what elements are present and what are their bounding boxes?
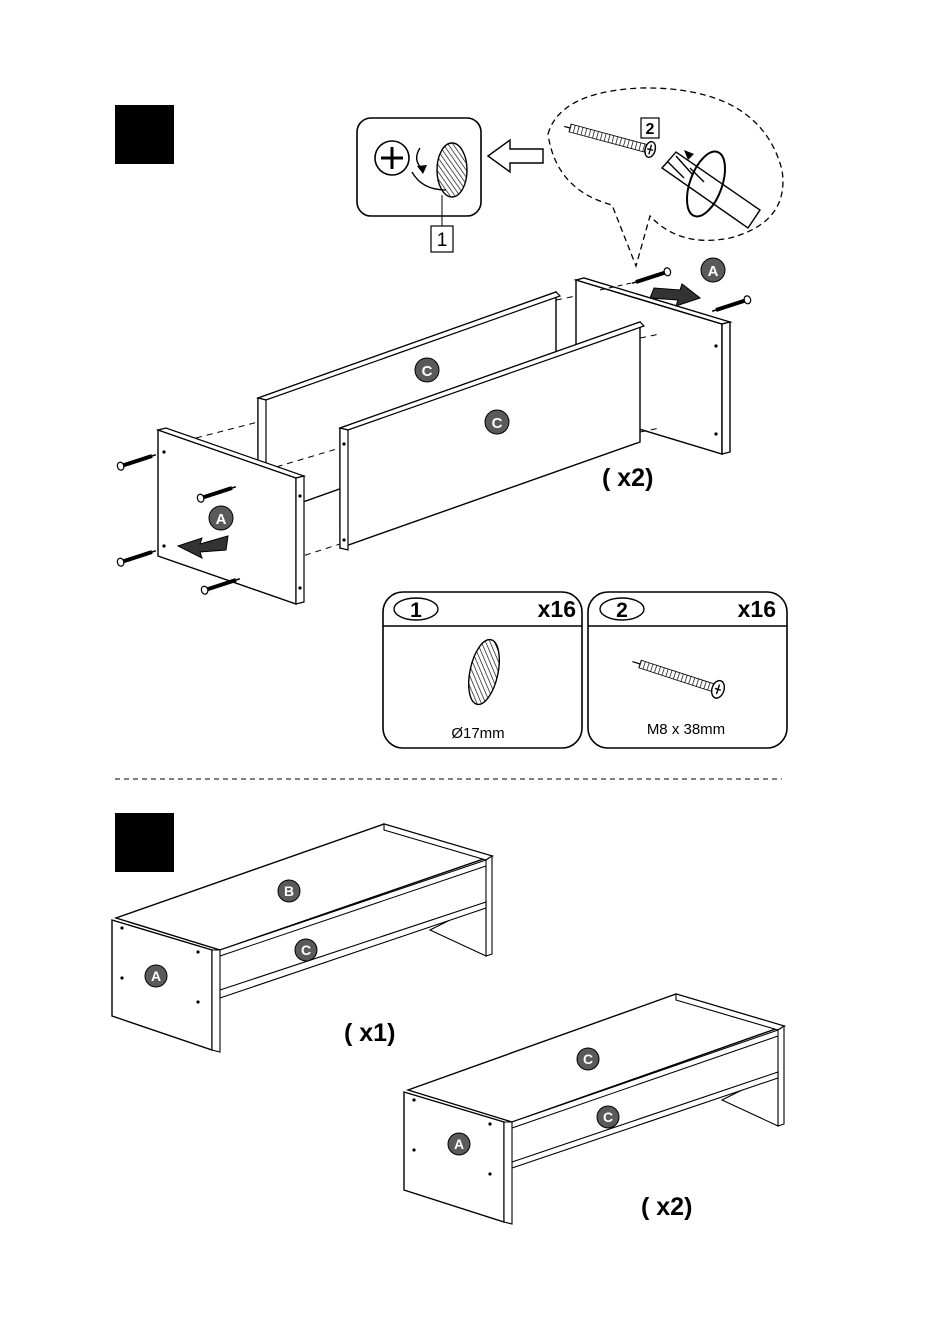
part-tag-c-back: C: [415, 358, 439, 382]
part-tag-a-unit-one: A: [145, 965, 167, 987]
svg-text:B: B: [284, 883, 294, 899]
svg-text:C: C: [492, 415, 503, 432]
part-number-1: 1: [437, 230, 448, 251]
hollow-arrow-icon: [488, 140, 543, 172]
part-tag-c-top-unit-two: C: [577, 1048, 599, 1070]
part-tag-c-shelf-unit-two: C: [597, 1106, 619, 1128]
cap-cover-icon: [437, 143, 467, 197]
part-tag-a-right: A: [701, 258, 725, 282]
svg-text:x16: x16: [538, 596, 576, 622]
hardware-box-2: 2 x16 M8 x 38mm: [588, 592, 787, 748]
hardware-box-1: 1 x16 Ø17mm: [383, 592, 582, 748]
step-1-quantity: ( x2): [602, 464, 653, 492]
step-1-marker: [115, 105, 174, 164]
svg-text:Ø17mm: Ø17mm: [451, 725, 504, 742]
svg-text:A: A: [151, 968, 161, 984]
unit-one-quantity: ( x1): [344, 1019, 395, 1047]
svg-text:1: 1: [410, 599, 422, 622]
svg-text:C: C: [422, 363, 433, 380]
part-tag-c-front: C: [485, 410, 509, 434]
part-tag-a-left: A: [209, 506, 233, 530]
part-tag-b-unit-one: B: [278, 880, 300, 902]
screw-detail-bubble: 2: [548, 88, 783, 266]
assembled-unit-two: [404, 994, 784, 1224]
svg-text:A: A: [454, 1136, 464, 1152]
part-tag-c-unit-one: C: [295, 939, 317, 961]
part-number-2: 2: [646, 121, 655, 138]
svg-text:x16: x16: [738, 596, 776, 622]
step-2-marker: [115, 813, 174, 872]
cap-detail-callout: 1: [357, 118, 481, 252]
svg-text:A: A: [708, 263, 719, 280]
svg-text:A: A: [216, 511, 227, 528]
svg-text:C: C: [603, 1109, 613, 1125]
svg-text:C: C: [583, 1051, 593, 1067]
part-tag-a-unit-two: A: [448, 1133, 470, 1155]
svg-text:2: 2: [616, 599, 628, 622]
svg-text:M8 x 38mm: M8 x 38mm: [647, 721, 725, 738]
unit-two-quantity: ( x2): [641, 1193, 692, 1221]
svg-text:C: C: [301, 942, 311, 958]
